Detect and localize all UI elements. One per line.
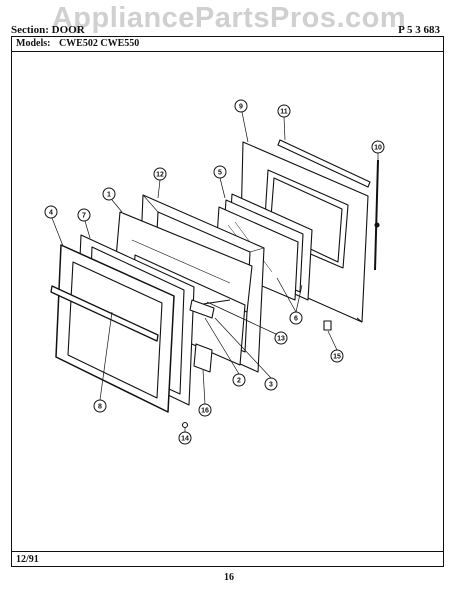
svg-text:9: 9	[239, 104, 243, 111]
models-label: Models:	[16, 38, 51, 49]
svg-text:10: 10	[374, 145, 382, 152]
callout-9: 9	[234, 99, 248, 113]
callout-8: 8	[93, 399, 107, 413]
lower-bracket	[193, 343, 213, 373]
screw	[181, 421, 189, 429]
top-trim-strip	[277, 139, 371, 188]
svg-text:4: 4	[49, 210, 53, 217]
svg-text:13: 13	[277, 336, 285, 343]
svg-text:11: 11	[280, 109, 288, 116]
svg-text:2: 2	[237, 378, 241, 385]
page-reference: P 5 3 683	[398, 24, 440, 36]
callout-5: 5	[213, 165, 227, 179]
svg-text:16: 16	[201, 408, 209, 415]
callout-1: 1	[102, 187, 116, 201]
callout-4: 4	[44, 205, 58, 219]
header-divider	[12, 51, 443, 52]
callout-12: 12	[153, 167, 167, 181]
page-number: 16	[224, 572, 234, 583]
hinge-bracket	[189, 299, 231, 319]
clip	[323, 320, 332, 331]
callouts: 9 11 10 5 12 1 4 7	[44, 99, 385, 445]
svg-text:5: 5	[218, 170, 222, 177]
svg-text:15: 15	[333, 354, 341, 361]
door-rod	[374, 159, 380, 271]
svg-text:3: 3	[269, 382, 273, 389]
outer-door-frame	[55, 244, 175, 413]
models-list: CWE502 CWE550	[58, 38, 140, 49]
leader-lines	[51, 111, 379, 432]
diagram-frame: Models: CWE502 CWE550 12/91	[11, 36, 444, 567]
callout-6: 6	[289, 311, 303, 325]
callout-7: 7	[77, 208, 91, 222]
door-handle	[50, 285, 159, 342]
svg-text:6: 6	[294, 316, 298, 323]
callout-11: 11	[277, 104, 291, 118]
callout-2: 2	[232, 373, 246, 387]
watermark: AppliancePartsPros.com	[51, 2, 407, 34]
callout-14: 14	[178, 431, 192, 445]
svg-text:12: 12	[156, 172, 164, 179]
revision-date: 12/91	[16, 554, 39, 565]
svg-text:1: 1	[107, 192, 111, 199]
svg-text:7: 7	[82, 213, 86, 220]
footer-divider	[12, 551, 443, 552]
callout-3: 3	[264, 377, 278, 391]
models-line: Models: CWE502 CWE550	[16, 38, 145, 49]
callout-16: 16	[198, 403, 212, 417]
callout-13: 13	[274, 331, 288, 345]
svg-text:14: 14	[181, 436, 189, 443]
svg-text:8: 8	[98, 404, 102, 411]
callout-15: 15	[330, 349, 344, 363]
callout-10: 10	[371, 140, 385, 154]
section-label: Section: DOOR	[11, 24, 85, 36]
